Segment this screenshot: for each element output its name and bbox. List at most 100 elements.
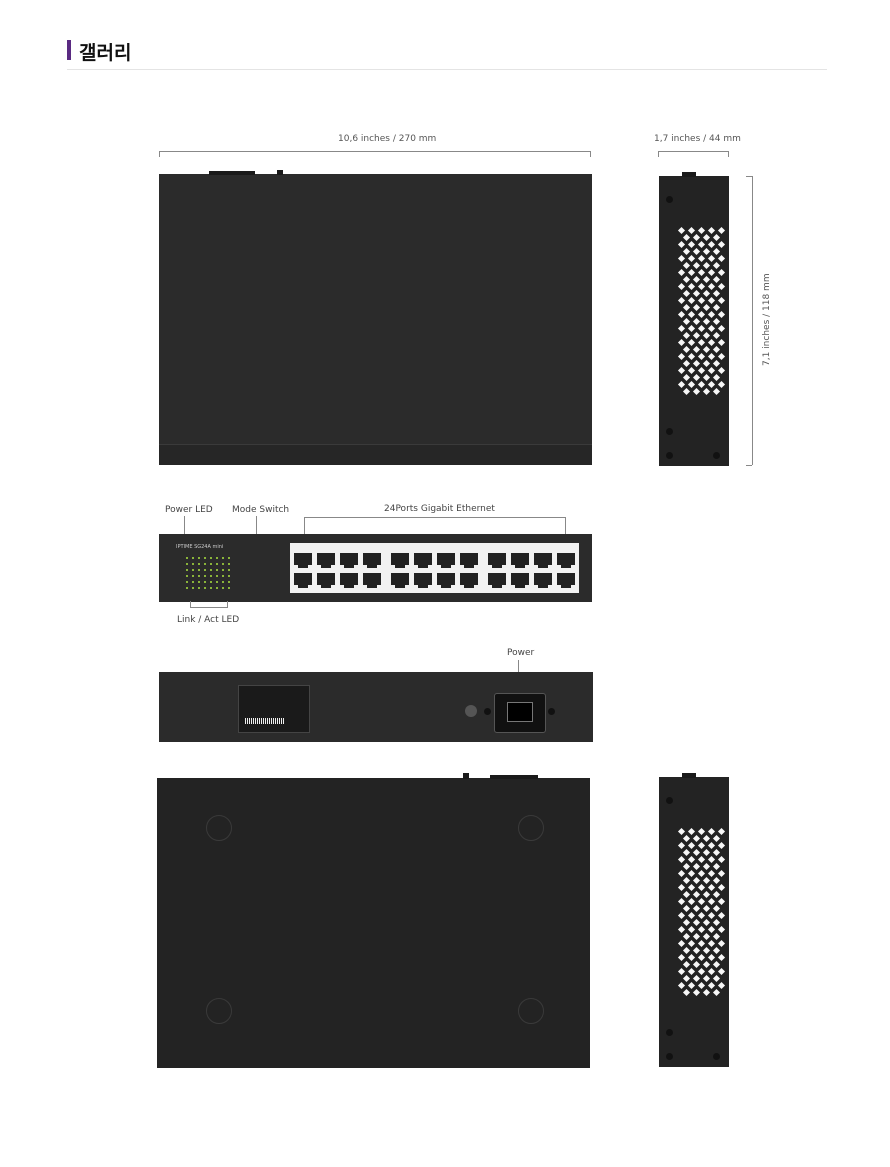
link-act-led-icon bbox=[204, 563, 206, 565]
link-act-led-icon bbox=[198, 563, 200, 565]
link-act-led-icon bbox=[210, 581, 212, 583]
callout-line bbox=[304, 517, 566, 518]
screw-hole-icon bbox=[666, 452, 673, 459]
callout-line bbox=[256, 516, 257, 534]
rj45-port-icon bbox=[340, 573, 358, 588]
switch-top-bracket bbox=[209, 171, 255, 175]
ethernet-port-block bbox=[290, 543, 579, 593]
rj45-port-icon bbox=[363, 573, 381, 588]
callout-line bbox=[184, 516, 185, 534]
rj45-port-icon bbox=[391, 553, 409, 568]
link-act-led-icon bbox=[228, 587, 230, 589]
link-act-led-icon bbox=[192, 557, 194, 559]
link-act-led-icon bbox=[192, 581, 194, 583]
rj45-port-icon bbox=[340, 553, 358, 568]
dimension-tick bbox=[159, 151, 160, 157]
link-act-led-icon bbox=[186, 569, 188, 571]
callout-power-led: Power LED bbox=[165, 505, 213, 515]
link-act-led-icon bbox=[228, 575, 230, 577]
link-act-led-icon bbox=[186, 581, 188, 583]
link-act-led-icon bbox=[198, 575, 200, 577]
link-act-led-icon bbox=[192, 575, 194, 577]
screw-hole-icon bbox=[666, 797, 673, 804]
rj45-port-icon bbox=[488, 553, 506, 568]
callout-ethernet: 24Ports Gigabit Ethernet bbox=[384, 504, 495, 514]
rj45-port-icon bbox=[294, 553, 312, 568]
screw-hole-icon bbox=[548, 708, 555, 715]
screw-hole-icon bbox=[713, 1053, 720, 1060]
rj45-port-icon bbox=[557, 573, 575, 588]
link-act-led-icon bbox=[216, 587, 218, 589]
switch-bottom-bracket bbox=[490, 775, 538, 779]
power-socket-inner bbox=[507, 702, 533, 722]
dimension-depth-line bbox=[658, 151, 728, 152]
dimension-tick bbox=[746, 465, 752, 466]
link-act-led-icon bbox=[192, 587, 194, 589]
rj45-port-icon bbox=[460, 553, 478, 568]
page-title: 갤러리 bbox=[79, 42, 132, 64]
screw-hole-icon bbox=[666, 428, 673, 435]
callout-line bbox=[304, 517, 305, 534]
callout-line bbox=[190, 601, 191, 607]
link-act-led-icon bbox=[222, 587, 224, 589]
rj45-port-icon bbox=[511, 573, 529, 588]
link-act-led-icon bbox=[210, 563, 212, 565]
link-act-led-icon bbox=[216, 569, 218, 571]
link-act-led-icon bbox=[192, 563, 194, 565]
link-act-led-icon bbox=[198, 581, 200, 583]
link-act-led-icon bbox=[228, 563, 230, 565]
switch-top-front-edge bbox=[159, 444, 592, 465]
screw-hole-icon bbox=[666, 1053, 673, 1060]
title-accent-bar bbox=[67, 40, 71, 60]
link-act-led-icon bbox=[186, 587, 188, 589]
link-act-led-icon bbox=[210, 587, 212, 589]
switch-bottom-nub bbox=[463, 773, 469, 779]
link-act-led-icon bbox=[186, 557, 188, 559]
link-act-led-icon bbox=[228, 569, 230, 571]
power-socket-icon bbox=[494, 693, 546, 733]
link-act-led-icon bbox=[210, 557, 212, 559]
link-act-led-icon bbox=[216, 575, 218, 577]
link-act-led-icon bbox=[204, 569, 206, 571]
rj45-port-icon bbox=[414, 553, 432, 568]
rj45-port-icon bbox=[437, 553, 455, 568]
callout-line bbox=[227, 601, 228, 607]
callout-link-act-led: Link / Act LED bbox=[177, 615, 240, 625]
link-act-led-icon bbox=[186, 563, 188, 565]
rj45-port-icon bbox=[534, 553, 552, 568]
dimension-tick bbox=[590, 151, 591, 157]
callout-line bbox=[565, 517, 566, 534]
link-act-led-icon bbox=[222, 581, 224, 583]
rj45-port-icon bbox=[363, 553, 381, 568]
rj45-port-icon bbox=[414, 573, 432, 588]
rj45-port-icon bbox=[294, 573, 312, 588]
switch-side-bracket bbox=[682, 172, 696, 177]
dimension-width-label: 10,6 inches / 270 mm bbox=[338, 134, 437, 144]
link-act-led-icon bbox=[216, 581, 218, 583]
rj45-port-icon bbox=[391, 573, 409, 588]
link-act-led-icon bbox=[192, 569, 194, 571]
rj45-port-icon bbox=[488, 573, 506, 588]
callout-power: Power bbox=[507, 648, 535, 658]
rj45-port-icon bbox=[511, 553, 529, 568]
link-act-led-icon bbox=[204, 557, 206, 559]
link-act-led-icon bbox=[210, 575, 212, 577]
dimension-height-line bbox=[752, 176, 753, 465]
switch-top-view bbox=[159, 174, 592, 444]
link-act-led-icon bbox=[204, 575, 206, 577]
rj45-port-icon bbox=[460, 573, 478, 588]
rj45-port-icon bbox=[557, 553, 575, 568]
link-act-led-icon bbox=[216, 563, 218, 565]
link-act-led-icon bbox=[222, 563, 224, 565]
dimension-tick bbox=[658, 151, 659, 157]
link-act-led-icon bbox=[222, 575, 224, 577]
dimension-height-label: 7,1 inches / 118 mm bbox=[762, 273, 772, 366]
dimension-depth-label: 1,7 inches / 44 mm bbox=[654, 134, 741, 144]
callout-line bbox=[190, 607, 228, 608]
screw-hole-icon bbox=[713, 452, 720, 459]
rj45-port-icon bbox=[317, 573, 335, 588]
title-divider bbox=[67, 69, 827, 70]
link-act-led-icon bbox=[228, 557, 230, 559]
link-act-led-icon bbox=[222, 557, 224, 559]
screw-hole-icon bbox=[666, 1029, 673, 1036]
